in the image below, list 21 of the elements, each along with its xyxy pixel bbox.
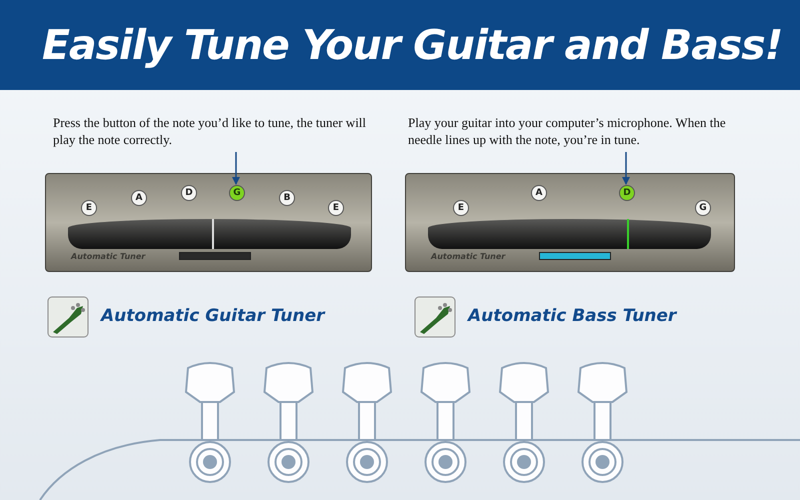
- note-button: E: [81, 200, 97, 216]
- note-button: E: [453, 200, 469, 216]
- note-button: G: [229, 185, 245, 201]
- note-button: D: [619, 185, 635, 201]
- tuner-panel: [405, 173, 735, 272]
- note-button: B: [279, 190, 295, 206]
- arrow: [622, 152, 630, 185]
- instruction-text: Play your guitar into your computer’s microphone. When the needle lines up with the note, you’re in tune.: [408, 114, 727, 148]
- arrow: [232, 152, 240, 185]
- tuner-name: Automatic Guitar Tuner: [101, 305, 325, 328]
- note-button: E: [328, 200, 344, 216]
- note-button: G: [695, 200, 711, 216]
- title: Easily Tune Your Guitar and Bass!: [42, 24, 782, 66]
- instruction-text: Press the button of the note you’d like to tune, the tuner will play the note correctly.: [53, 114, 368, 148]
- note-button: D: [181, 185, 197, 201]
- panel-label: Automatic Tuner: [431, 251, 506, 263]
- panel-label: Automatic Tuner: [71, 251, 146, 263]
- tuner-name: Automatic Bass Tuner: [468, 305, 676, 328]
- note-button: A: [531, 185, 547, 201]
- tuner-panel: [45, 173, 372, 272]
- note-button: A: [131, 190, 147, 206]
